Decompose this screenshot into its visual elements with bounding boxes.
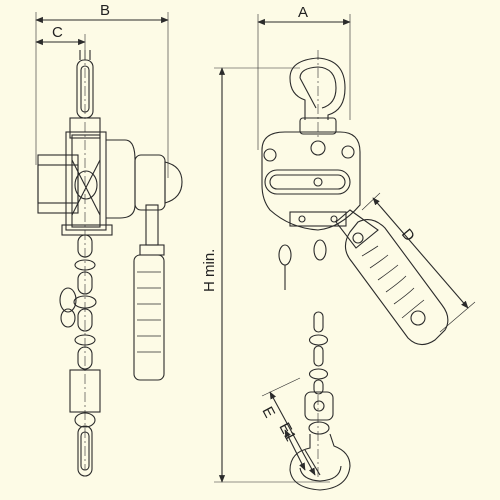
dimension-e1-line <box>284 429 306 471</box>
brake-cover <box>106 139 136 219</box>
bottom-block <box>304 391 334 421</box>
top-hook-shank <box>79 50 91 60</box>
dimension-d-line <box>372 197 469 309</box>
grip-ridges <box>137 271 161 353</box>
label-e1: E1 <box>275 420 299 444</box>
load-sheave <box>71 134 101 228</box>
extension-line <box>361 192 381 211</box>
label-d: D <box>398 226 418 245</box>
guide-bolt <box>298 215 306 223</box>
bottom-hook-block <box>69 369 101 413</box>
front-load-chain <box>308 311 329 395</box>
side-slack-chain <box>59 287 77 328</box>
side-load-chain <box>73 234 97 370</box>
top-hook-latch <box>299 77 317 109</box>
label-h: H min. <box>201 249 218 292</box>
bottom-hook-throat <box>299 465 342 482</box>
slack-chain-link <box>278 244 292 266</box>
lever-arm <box>145 204 159 246</box>
lever-slot <box>264 169 351 195</box>
upper-bracket <box>69 117 101 139</box>
selector-knob <box>164 161 183 204</box>
top-hook-throat <box>299 66 337 109</box>
gear-cover-band <box>37 164 79 204</box>
lever-slot-inner <box>269 174 346 190</box>
slack-chain-link <box>313 239 327 261</box>
bottom-hook-inner <box>80 431 90 471</box>
label-a: A <box>298 4 308 21</box>
extension-line <box>439 301 476 333</box>
chain-guide <box>289 211 347 227</box>
lever-grip-side <box>133 254 165 381</box>
front-view <box>214 14 476 491</box>
block-pin <box>313 400 325 412</box>
sheave-cross <box>71 159 101 216</box>
top-hook-swivel <box>299 117 337 135</box>
slot-pin <box>313 177 323 187</box>
bottom-swivel <box>308 421 330 435</box>
body-bolt <box>263 148 277 162</box>
side-plates <box>65 131 107 231</box>
bottom-hook-side <box>77 425 93 477</box>
bottom-hook-front <box>289 433 351 491</box>
label-c: C <box>52 24 63 41</box>
body-bolt <box>341 145 355 159</box>
lever-housing <box>134 154 166 211</box>
lever-handle <box>335 209 449 346</box>
lever-joint <box>139 244 165 256</box>
swivel <box>74 412 96 428</box>
extension-line <box>261 377 301 397</box>
sheave-hub <box>74 170 98 200</box>
guide-bolt <box>330 215 338 223</box>
side-view <box>35 12 183 477</box>
label-e: E <box>258 404 278 421</box>
body-bolt <box>310 140 326 156</box>
label-b: B <box>100 2 110 19</box>
hoist-body <box>261 131 361 231</box>
